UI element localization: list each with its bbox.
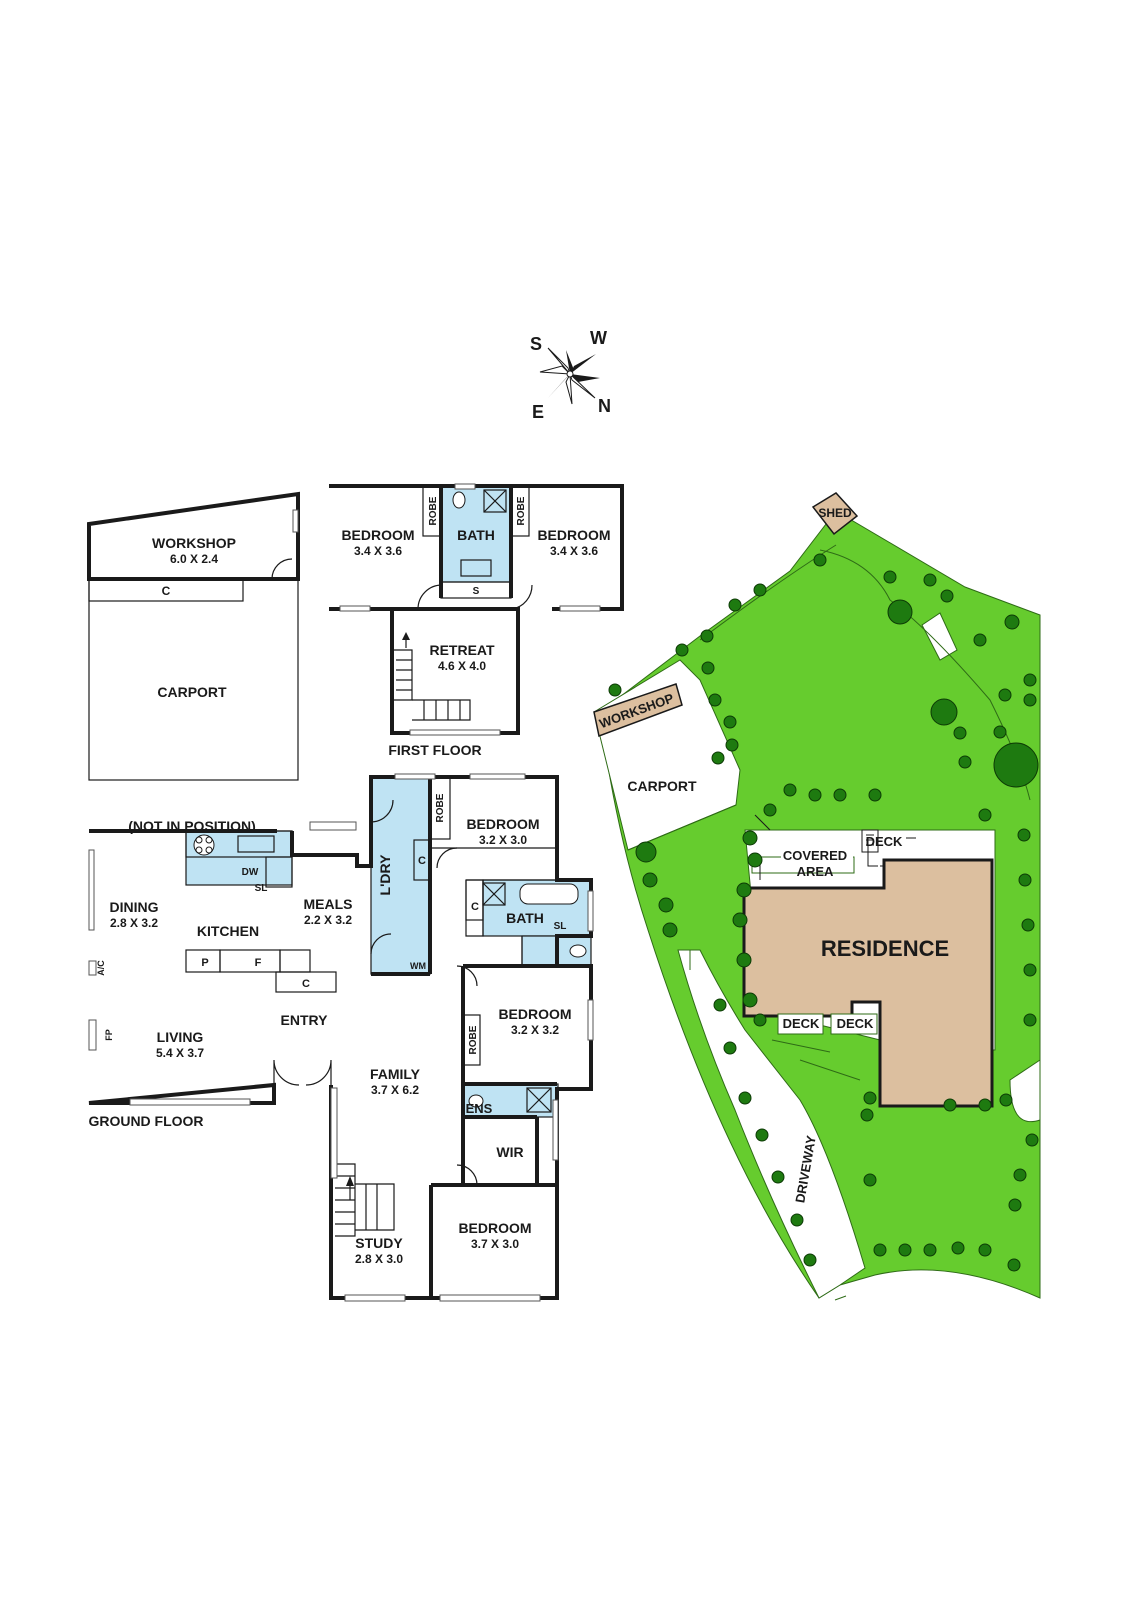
ff-shower-label: S [473, 586, 480, 597]
entry-label: ENTRY [281, 1012, 329, 1028]
bedroom3-label: BEDROOM [458, 1220, 531, 1236]
dining-dims: 2.8 X 3.2 [110, 916, 158, 930]
compass-rose: S W E N [530, 328, 611, 422]
ff-bedroom-right-label: BEDROOM [537, 527, 610, 543]
bath-label: BATH [506, 910, 544, 926]
site-covered-label: COVERED [783, 848, 847, 863]
wm-label: WM [410, 961, 426, 971]
workshop-label: WORKSHOP [152, 535, 236, 551]
workshop-dims: 6.0 X 2.4 [170, 552, 218, 566]
laundry-label: L'DRY [377, 854, 393, 896]
site-shed-label: SHED [818, 506, 852, 520]
site-plan: SHED WORKSHOP CARPORT DECK COVERED AREA … [593, 492, 1041, 1301]
dining-label: DINING [110, 899, 159, 915]
ground-floor-plan: DINING 2.8 X 3.2 KITCHEN DW SL P F C MEA… [88, 773, 594, 1302]
robe1-label: ROBE [435, 793, 446, 822]
ff-bedroom-left-dims: 3.4 X 3.6 [354, 544, 402, 558]
meals-label: MEALS [304, 896, 353, 912]
site-carport-label: CARPORT [627, 778, 697, 794]
ff-robe-right-label: ROBE [516, 496, 527, 525]
kitchen-cupboard-label: C [302, 978, 310, 990]
meals-dims: 2.2 X 3.2 [304, 913, 352, 927]
kitchen-sl-label: SL [255, 883, 268, 894]
ac-label: A/C [96, 960, 106, 976]
carport-label: CARPORT [157, 684, 227, 700]
ff-bedroom-right-dims: 3.4 X 3.6 [550, 544, 598, 558]
robe2-label: ROBE [468, 1025, 479, 1054]
driveway [677, 949, 866, 1299]
cupboard2-label: C [471, 901, 479, 913]
cupboard1-label: C [418, 855, 426, 867]
kitchen-label: KITCHEN [197, 923, 259, 939]
family-label: FAMILY [370, 1066, 421, 1082]
bedroom2-label: BEDROOM [498, 1006, 571, 1022]
pantry-label: P [201, 957, 208, 969]
compass-e: E [532, 402, 544, 422]
residence-label: RESIDENCE [821, 936, 949, 961]
bedroom2-dims: 3.2 X 3.2 [511, 1023, 559, 1037]
ff-bath-label: BATH [457, 527, 495, 543]
carport-outline [88, 578, 299, 781]
study-dims: 2.8 X 3.0 [355, 1252, 403, 1266]
fridge-label: F [255, 957, 262, 969]
compass-n: N [598, 396, 611, 416]
ff-bath-area [440, 485, 512, 583]
ff-retreat-dims: 4.6 X 4.0 [438, 659, 486, 673]
bath-sl-label: SL [554, 921, 567, 932]
compass-w: W [590, 328, 607, 348]
carport-cupboard-label: C [162, 584, 171, 598]
bedroom1-label: BEDROOM [466, 816, 539, 832]
compass-s: S [530, 334, 542, 354]
site-workshop [593, 683, 683, 738]
dw-label: DW [242, 867, 259, 878]
living-label: LIVING [157, 1029, 204, 1045]
wir-label: WIR [496, 1144, 523, 1160]
ff-bedroom-left-label: BEDROOM [341, 527, 414, 543]
family-dims: 3.7 X 6.2 [371, 1083, 419, 1097]
bedroom1-dims: 3.2 X 3.0 [479, 833, 527, 847]
ff-robe-left-label: ROBE [428, 496, 439, 525]
ground-floor-title: GROUND FLOOR [88, 1113, 203, 1129]
living-dims: 5.4 X 3.7 [156, 1046, 204, 1060]
site-deck-right-label: DECK [837, 1016, 874, 1031]
ff-retreat-label: RETREAT [429, 642, 495, 658]
fp-label: FP [104, 1029, 114, 1041]
bedroom3-dims: 3.7 X 3.0 [471, 1237, 519, 1251]
site-area-label: AREA [797, 864, 834, 879]
study-label: STUDY [355, 1235, 403, 1251]
site-deck-left-label: DECK [783, 1016, 820, 1031]
ens-label: ENS [466, 1101, 493, 1116]
trees [608, 553, 1039, 1272]
site-deck-top-label: DECK [866, 834, 903, 849]
first-floor-title: FIRST FLOOR [388, 742, 481, 758]
outbuildings-plan: WORKSHOP 6.0 X 2.4 C CARPORT (NOT IN POS… [87, 491, 300, 834]
first-floor-plan: BEDROOM 3.4 X 3.6 BEDROOM 3.4 X 3.6 ROBE… [329, 483, 624, 758]
site-shed [811, 492, 859, 536]
